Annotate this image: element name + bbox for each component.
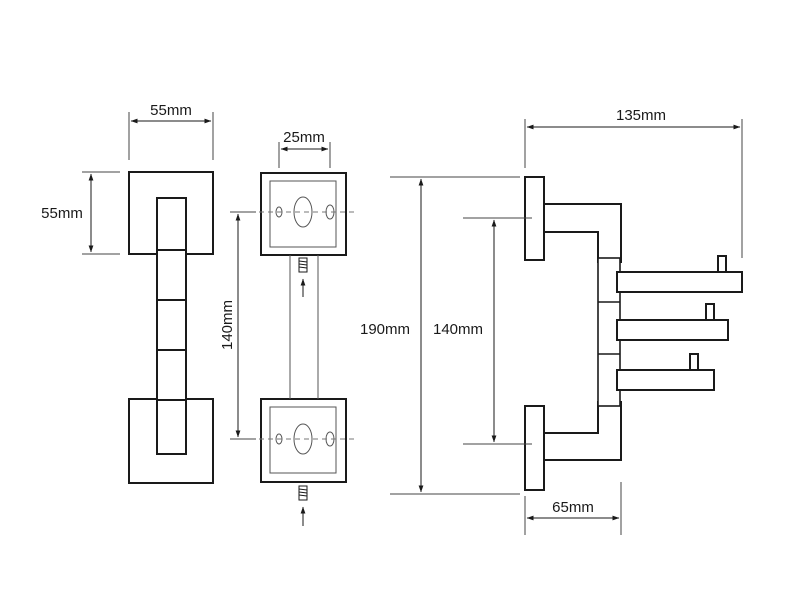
screw-icon (298, 257, 308, 273)
side-view: 135mm 65mm 190mm 140mm (360, 107, 743, 535)
label-total-height: 190mm (360, 321, 410, 338)
label-front-height: 55mm (41, 205, 83, 222)
swivel-arm (616, 271, 743, 293)
arm-end-cap (705, 303, 715, 321)
rear-top-plate-recess (269, 180, 337, 248)
arm-end-cap (689, 353, 699, 371)
label-inner-height: 140mm (433, 321, 483, 338)
mounting-hole-icon (293, 196, 313, 228)
mounting-hole-icon (293, 423, 313, 455)
swivel-arm (616, 369, 715, 391)
top-bracket (543, 203, 622, 263)
arm-end-cap (717, 255, 727, 273)
label-total-depth: 135mm (616, 107, 666, 124)
front-view: 55mm 55mm (41, 102, 214, 484)
rear-top-plate (260, 172, 347, 256)
side-bottom-plate (524, 405, 545, 491)
rear-view: 25mm 140mm (219, 129, 358, 526)
label-hole-width: 25mm (283, 129, 325, 146)
swivel-arm (616, 319, 729, 341)
label-base-depth: 65mm (552, 499, 594, 516)
label-front-width: 55mm (150, 102, 192, 119)
front-bar (156, 197, 187, 455)
rear-bottom-plate (260, 398, 347, 483)
bottom-bracket (543, 401, 622, 461)
label-hole-height: 140mm (219, 300, 236, 350)
rear-bottom-plate-recess (269, 406, 337, 474)
screw-icon (298, 485, 308, 501)
